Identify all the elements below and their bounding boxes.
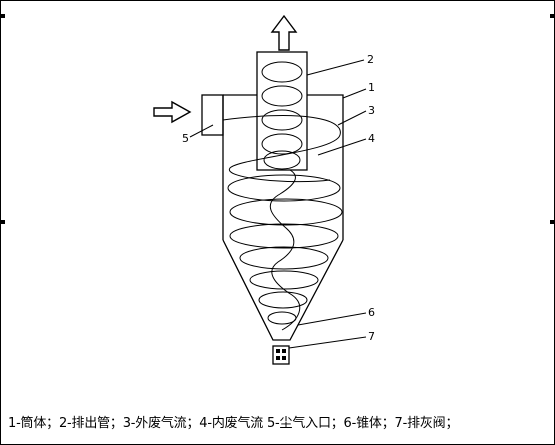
inner-vortex-spiral: [269, 169, 301, 331]
label-discharge-valve: 7: [368, 330, 375, 343]
label-cylinder: 1: [368, 81, 375, 94]
figure-caption: 1-筒体；2-排出管；3-外废气流；4-内废气流 5-尘气入口；6-锥体；7-排…: [8, 416, 459, 431]
leader-lines: [189, 59, 367, 349]
exhaust-pipe: [256, 51, 308, 171]
corner-marks: [0, 14, 555, 224]
label-cone: 6: [368, 306, 375, 319]
inlet-arrow-icon: [153, 100, 192, 124]
label-inlet: 5: [182, 132, 189, 145]
discharge-valve: [272, 345, 290, 365]
label-outer-vortex: 3: [368, 104, 375, 117]
label-inner-vortex: 4: [368, 132, 375, 145]
inner-vortex-in-pipe: [261, 61, 303, 170]
label-exhaust-pipe: 2: [367, 53, 374, 66]
outer-vortex-spiral: [222, 115, 343, 325]
exhaust-arrow-icon: [270, 14, 298, 51]
cone-body: [222, 239, 344, 341]
